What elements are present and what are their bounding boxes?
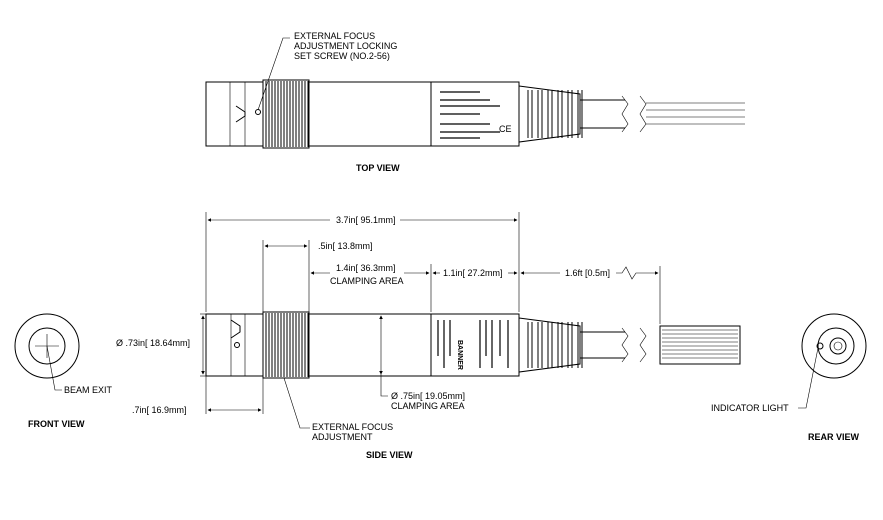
set-screw-callout-1: EXTERNAL FOCUS — [294, 31, 375, 41]
ce-mark: CE — [499, 124, 512, 134]
focus-adjust-leader — [283, 377, 310, 429]
clamp-diameter-dim: Ø .75in[ 19.05mm] — [391, 391, 465, 401]
front-view: BEAM EXIT FRONT VIEW — [14, 313, 113, 429]
side-view-title: SIDE VIEW — [366, 450, 413, 460]
top-view: CE EXTERNAL FOCUS ADJUSTMENT LOCKING SET… — [205, 31, 745, 173]
focus-adjust-callout-2: ADJUSTMENT — [312, 432, 373, 442]
focus-offset-dim: .5in[ 13.8mm] — [318, 241, 373, 251]
set-screw-callout-2: ADJUSTMENT LOCKING — [294, 41, 397, 51]
top-label-text-lines — [440, 91, 500, 139]
top-strain-relief-ribs — [527, 90, 583, 138]
side-label-text-lines — [437, 320, 509, 368]
set-screw — [255, 109, 261, 115]
front-lens — [28, 327, 66, 365]
rear-view: INDICATOR LIGHT REAR VIEW — [711, 313, 867, 442]
beam-exit-leader — [46, 345, 62, 391]
clamp-diameter-label: CLAMPING AREA — [391, 401, 465, 411]
rear-cable — [829, 337, 847, 355]
rear-strain-relief — [817, 327, 855, 365]
top-body — [308, 81, 432, 147]
cable-length-dim: 1.6ft [0.5m] — [565, 268, 610, 278]
rear-outer-circle — [801, 313, 867, 379]
rear-section-dim: 1.1in[ 27.2mm] — [443, 268, 503, 278]
focus-adjust-callout-1: EXTERNAL FOCUS — [312, 422, 393, 432]
side-strain-relief — [518, 317, 581, 373]
side-strain-relief-ribs — [527, 322, 583, 368]
rear-view-title: REAR VIEW — [808, 432, 860, 442]
top-view-title: TOP VIEW — [356, 163, 400, 173]
indicator-light-callout: INDICATOR LIGHT — [711, 403, 789, 413]
front-view-title: FRONT VIEW — [28, 419, 85, 429]
top-front-cap — [205, 81, 264, 147]
top-strain-relief — [518, 85, 581, 143]
top-knurl-lines — [265, 81, 309, 147]
side-body — [308, 313, 432, 377]
brand-logo: BANNER — [456, 340, 463, 370]
front-outer-circle — [14, 313, 80, 379]
top-slot — [235, 105, 246, 123]
side-knurl-lines — [265, 313, 309, 377]
clamp-length-dim: 1.4in[ 36.3mm] — [336, 263, 396, 273]
indicator-light-icon — [816, 342, 824, 350]
front-offset-dim: .7in[ 16.9mm] — [132, 405, 187, 415]
indicator-light-leader — [798, 347, 819, 409]
wire-bundle-end — [659, 325, 741, 365]
side-view: BANNER 3.7in[ 95.1mm] .5in[ 13.8mm] 1.4i… — [116, 212, 741, 460]
set-screw-leader — [257, 37, 290, 111]
beam-exit-callout: BEAM EXIT — [64, 385, 113, 395]
diameter-dim: Ø .73in[ 18.64mm] — [116, 338, 190, 348]
side-wire-lines — [662, 329, 738, 359]
clamp-length-label: CLAMPING AREA — [330, 276, 404, 286]
set-screw-callout-3: SET SCREW (NO.2-56) — [294, 51, 390, 61]
overall-length-dim: 3.7in[ 95.1mm] — [336, 215, 396, 225]
